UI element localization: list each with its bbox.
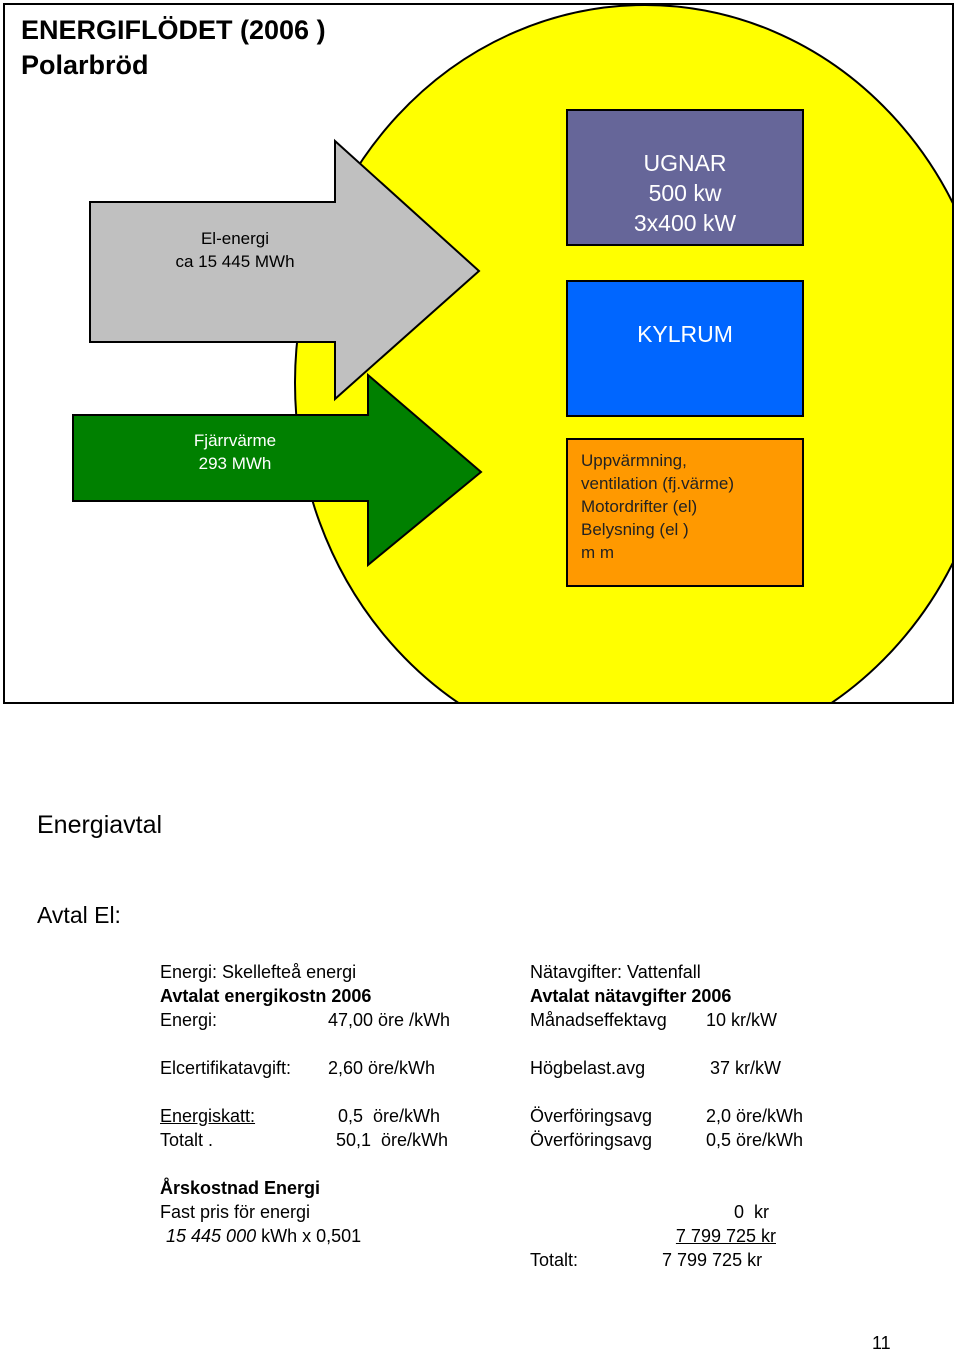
fixed-price-label: Fast pris för energi bbox=[160, 1202, 311, 1222]
heating-line1: Uppvärmning, bbox=[581, 451, 687, 470]
agreed-network-fees-title: Avtalat nätavgifter 2006 bbox=[530, 986, 732, 1006]
ovens-title: UGNAR bbox=[643, 150, 727, 176]
energy-price-label: Energi: bbox=[160, 1010, 218, 1030]
energy-flow-diagram: ENERGIFLÖDET (2006 ) Polarbröd El-energi… bbox=[3, 3, 954, 704]
diagram-graphics bbox=[72, 5, 952, 702]
el-energy-label: El-energi ca 15 445 MWh bbox=[125, 227, 345, 273]
total-price-label: Totalt . bbox=[160, 1130, 214, 1150]
el-energy-arrow bbox=[89, 138, 481, 402]
energy-tax-row: Energiskatt: 0,5 öre/kWh bbox=[160, 1104, 460, 1128]
cold-room-label: KYLRUM bbox=[637, 321, 733, 347]
energy-price-value: 47,00 öre /kWh bbox=[328, 1010, 451, 1030]
heating-line4: Belysning (el ) bbox=[581, 520, 689, 539]
elcert-fee-value: 2,60 öre/kWh bbox=[328, 1058, 436, 1078]
annual-calculation: 15 445 000 kWh x 0,501 bbox=[166, 1224, 361, 1248]
heating-line2: ventilation (fj.värme) bbox=[581, 474, 735, 493]
monthly-power-fee-value: 10 kr/kW bbox=[706, 1010, 778, 1030]
heating-line3: Motordrifter (el) bbox=[581, 497, 698, 516]
monthly-power-fee-label: Månadseffektavg bbox=[530, 1010, 667, 1030]
transfer-fee-2-value: 0,5 öre/kWh bbox=[706, 1130, 804, 1150]
energy-tax-value: 0,5 öre/kWh bbox=[338, 1106, 441, 1126]
el-energy-line2: ca 15 445 MWh bbox=[175, 252, 295, 271]
annual-total-label: Totalt: bbox=[530, 1250, 579, 1270]
elcert-fee-label: Elcertifikatavgift: bbox=[160, 1058, 292, 1078]
diagram-subtitle: Polarbröd bbox=[21, 50, 149, 80]
cold-room-box: KYLRUM bbox=[566, 280, 804, 417]
annual-kwh: 15 445 000 bbox=[166, 1226, 257, 1246]
peak-load-fee-label: Högbelast.avg bbox=[530, 1058, 646, 1078]
diagram-title: ENERGIFLÖDET (2006 ) bbox=[21, 15, 326, 45]
annual-cost-title: Årskostnad Energi bbox=[160, 1178, 321, 1198]
fixed-price-value: 0 kr bbox=[734, 1202, 770, 1222]
annual-total-value: 7 799 725 kr bbox=[662, 1250, 763, 1270]
annual-calculation-rest: kWh x 0,501 bbox=[256, 1226, 362, 1246]
transfer-fee-1-value: 2,0 öre/kWh bbox=[706, 1106, 804, 1126]
page-number: 11 bbox=[872, 1333, 891, 1353]
el-energy-line1: El-energi bbox=[200, 229, 270, 248]
peak-load-fee-value: 37 kr/kW bbox=[710, 1058, 782, 1078]
transfer-fee-2-label: Överföringsavg bbox=[530, 1130, 653, 1150]
agreed-energy-cost-title: Avtalat energikostn 2006 bbox=[160, 986, 372, 1006]
energy-supplier: Energi: Skellefteå energi bbox=[160, 962, 357, 982]
ovens-config: 3x400 kW bbox=[633, 210, 737, 236]
heating-line5: m m bbox=[581, 543, 615, 562]
district-heating-label: Fjärrvärme 293 MWh bbox=[145, 429, 325, 475]
total-price-value: 50,1 öre/kWh bbox=[336, 1130, 449, 1150]
heating-box: Uppvärmning, ventilation (fj.värme) Moto… bbox=[566, 438, 804, 587]
energy-agreement-heading: Energiavtal bbox=[37, 811, 163, 839]
energy-tax-label: Energiskatt: bbox=[160, 1106, 256, 1126]
district-heating-line2: 293 MWh bbox=[198, 454, 272, 473]
ovens-power: 500 kw bbox=[648, 180, 722, 206]
calculated-cost-value: 7 799 725 kr bbox=[675, 1226, 776, 1246]
ovens-box: UGNAR 500 kw 3x400 kW bbox=[566, 109, 804, 246]
district-heating-line1: Fjärrvärme bbox=[193, 431, 277, 450]
transfer-fee-1-label: Överföringsavg bbox=[530, 1106, 653, 1126]
electricity-agreement-subheading: Avtal El: bbox=[37, 902, 121, 928]
district-heating-arrow bbox=[72, 372, 483, 568]
network-operator: Nätavgifter: Vattenfall bbox=[530, 962, 701, 982]
